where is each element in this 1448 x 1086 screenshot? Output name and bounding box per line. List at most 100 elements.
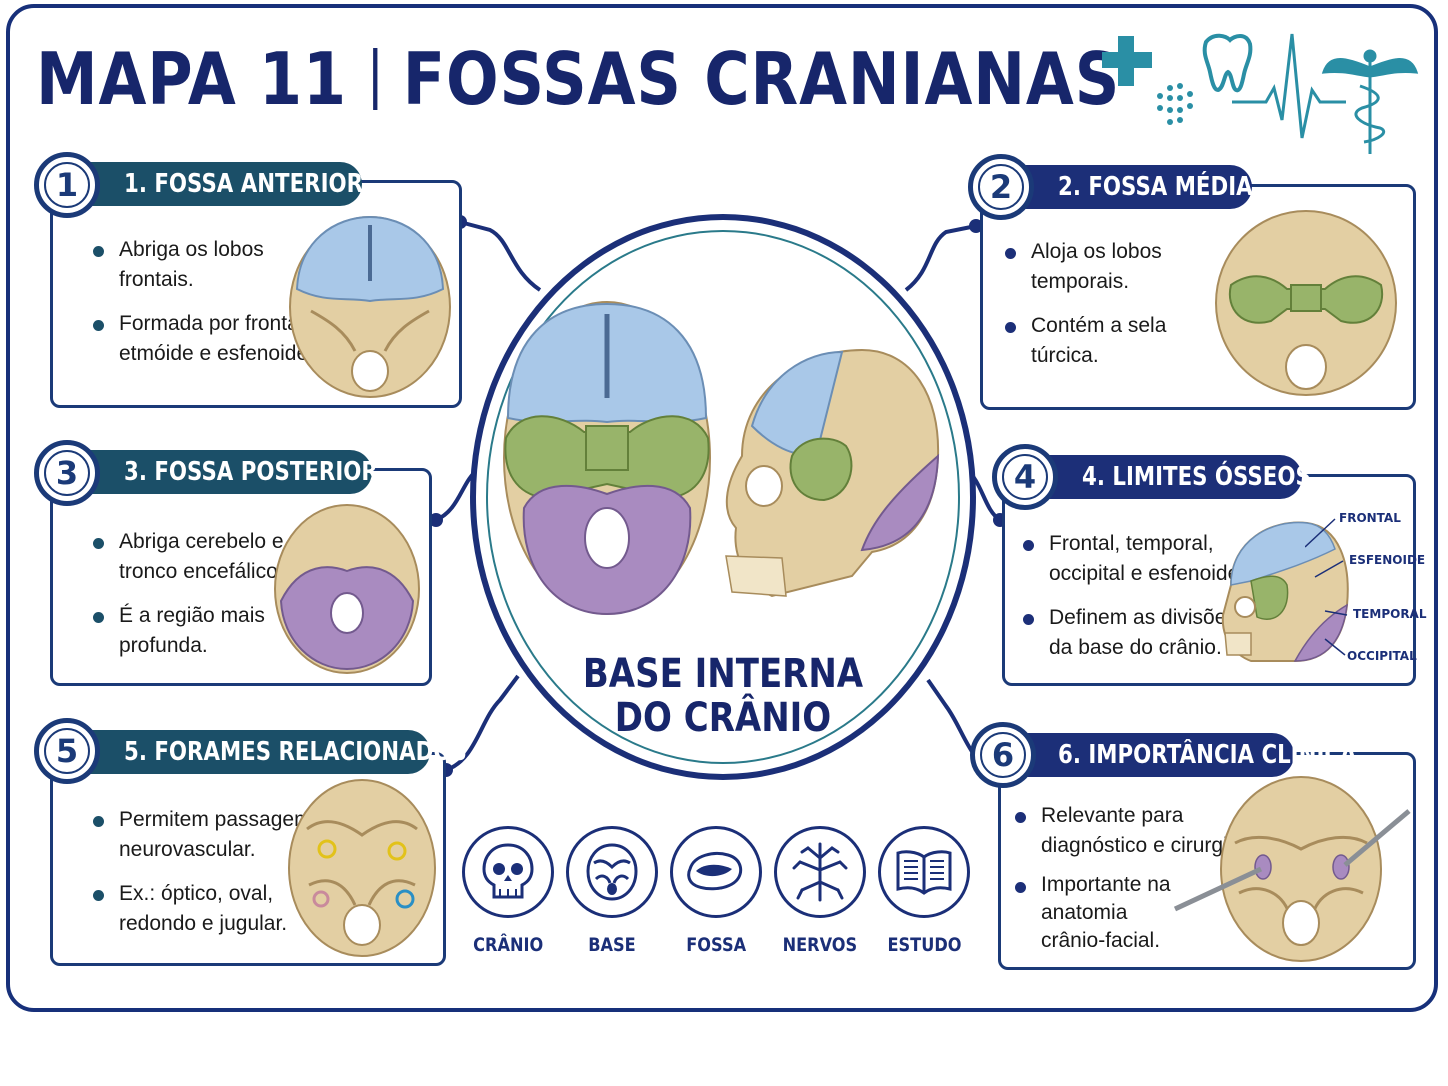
dots-icon [1157,83,1193,125]
card-title-4: 4. LIMITES ÓSSEOS [1038,455,1311,499]
bottom-icon-cranio: CRÂNIO [462,826,554,956]
card-fossa-media: Aloja os lobos temporais. Contém a sela tú… [980,184,1416,410]
skull-base-posterior-illustration [274,504,420,674]
bullet-line: Definem as divisões [1049,606,1237,629]
fossa-icon [670,826,762,918]
bullet-line: Abriga cerebelo e [119,530,284,553]
bullet-line: frontais. [119,268,194,291]
skull-base-anterior-illustration [289,215,451,398]
page-title: MAPA 11 FOSSAS CRANIANAS [36,34,1120,124]
plus-icon [1102,36,1152,86]
card-title-text: 2. FOSSA MÉDIA [1058,172,1253,202]
bullet: Contém a sela túrcica. [1005,311,1166,371]
bullet-line: temporais. [1031,270,1130,293]
nerves-icon [774,826,866,918]
bottom-icon-estudo: ESTUDO [878,826,970,956]
bullet: Definem as divisões da base do crânio. [1023,603,1245,663]
icon-label: ESTUDO [887,934,961,956]
bullet-line: Contém a sela [1031,314,1167,337]
skull-base-icon [566,826,658,918]
icon-label: BASE [588,934,636,956]
center-title-line1: BASE INTERNA [582,651,864,697]
bullet: Permitem passagem neurovascular. [93,805,312,865]
bullet-line: redondo e jugular. [119,912,288,935]
bullet-line: etmóide e esfenoide. [119,342,314,365]
bullet-line: Relevante para [1041,804,1184,827]
card-limites-osseos: Frontal, temporal, occipital e esfenoide.… [1002,474,1427,686]
card-fossa-posterior: Abriga cerebelo e tronco encefálico. É a … [50,468,432,686]
card-title-text: 6. IMPORTÂNCIA CLÍNICA [1058,740,1357,770]
bone-label-esfenoide: ESFENOIDE [1349,553,1426,567]
bullet-line: Ex.: óptico, oval, [119,882,274,905]
skull-base-middle-illustration [1215,210,1397,396]
card-forames: Permitem passagem neurovascular. Ex.: ópt… [50,752,446,966]
book-icon [878,826,970,918]
bullet: Abriga cerebelo e tronco encefálico. [93,527,284,587]
bone-label-temporal: TEMPORAL [1353,607,1427,621]
skull-lateral-illustration [1221,521,1349,662]
icon-label: FOSSA [686,934,746,956]
badge-number: 2 [978,164,1024,210]
bullet: Relevante para diagnóstico e cirurgia. [1015,801,1245,861]
title-separator [372,48,378,110]
title-map-number: MAPA 11 [36,37,347,121]
bullet-line: occipital e esfenoide. [1049,562,1246,585]
card-title-5: 5. FORAMES RELACIONADOS [80,730,467,774]
bullet-line: Permitem passagem [119,808,312,831]
badge-5: 5 [34,718,100,784]
card-title-2: 2. FOSSA MÉDIA [1014,165,1253,209]
bullet: Aloja os lobos temporais. [1005,237,1166,297]
heartbeat-icon [1232,33,1346,139]
bullet-line: anatomia [1041,901,1128,924]
bullet-line: crânio-facial. [1041,929,1161,952]
card-title-text: 5. FORAMES RELACIONADOS [124,737,467,767]
bottom-icon-nervos: NERVOS [774,826,866,956]
center-title-line2: DO CRÂNIO [614,695,832,741]
medical-icons [1102,33,1419,154]
badge-number: 5 [44,728,90,774]
center-inner-ring [486,230,960,764]
bullet-line: diagnóstico e cirurgia. [1041,834,1246,857]
bullet-line: neurovascular. [119,838,256,861]
bullet-line: Formada por frontal, [119,312,310,335]
bullet-line: túrcica. [1031,344,1099,367]
card-fossa-anterior: Abriga os lobos frontais. Formada por fro… [50,180,462,408]
bullet: Abriga os lobos frontais. [93,235,314,295]
bullet-line: Aloja os lobos [1031,240,1162,263]
card-title-3: 3. FOSSA POSTERIOR [80,450,378,494]
tooth-icon [1202,33,1253,93]
badge-6: 6 [970,722,1036,788]
bullet: É a região mais profunda. [93,601,284,661]
badge-4: 4 [992,444,1058,510]
bullet-line: da base do crânio. [1049,636,1222,659]
icon-label: CRÂNIO [472,934,544,956]
center-skull-base-illustration [503,301,711,616]
bullet: Frontal, temporal, occipital e esfenoide. [1023,529,1245,589]
badge-number: 6 [980,732,1026,778]
bullet-line: É a região mais [119,604,265,627]
bullet-line: tronco encefálico. [119,560,284,583]
bullet-line: Frontal, temporal, [1049,532,1214,555]
badge-number: 1 [44,162,90,208]
bullet-line: Abriga os lobos [119,238,264,261]
center-skull-lateral-illustration [725,348,940,598]
skull-icon [462,826,554,918]
badge-3: 3 [34,440,100,506]
badge-1: 1 [34,152,100,218]
surgical-illustration [1173,776,1411,962]
caduceus-icon [1321,49,1419,154]
card-title-text: 3. FOSSA POSTERIOR [124,457,378,487]
bullet: Formada por frontal, etmóide e esfenoide. [93,309,314,369]
badge-2: 2 [968,154,1034,220]
bone-label-frontal: FRONTAL [1339,511,1401,525]
card-title-text: 4. LIMITES ÓSSEOS [1082,462,1311,492]
badge-number: 3 [44,450,90,496]
icon-label: NERVOS [782,934,858,956]
card-title-text: 1. FOSSA ANTERIOR [124,169,364,199]
bullet: Ex.: óptico, oval, redondo e jugular. [93,879,312,939]
bone-label-occipital: OCCIPITAL [1347,649,1417,663]
bullet-line: profunda. [119,634,208,657]
title-topic: FOSSAS CRANIANAS [402,37,1121,121]
